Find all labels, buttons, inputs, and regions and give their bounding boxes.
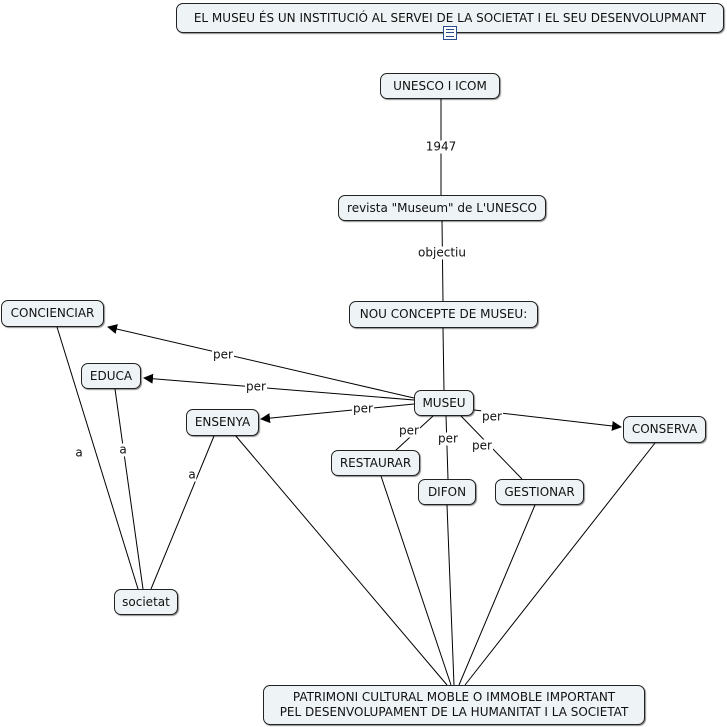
edge-museu-conscienciar	[107, 324, 415, 399]
link-label-1947: 1947	[424, 139, 458, 154]
link-label-a-conscienciar: a	[74, 445, 84, 460]
edge-conserva-patrimoni	[464, 442, 656, 686]
node-conserva[interactable]: CONSERVA	[623, 416, 706, 443]
node-nou-concepte[interactable]: NOU CONCEPTE DE MUSEU:	[349, 301, 538, 328]
link-label-a-educa: a	[118, 442, 128, 457]
edge-museu-educa	[143, 373, 415, 401]
link-label-per-gestionar: per	[471, 438, 493, 453]
node-conscienciar[interactable]: CONCIENCIAR	[1, 300, 104, 327]
edge-revista-concepte	[441, 219, 444, 303]
edge-ensenya-patrimoni	[234, 434, 448, 686]
node-educa[interactable]: EDUCA	[81, 363, 141, 389]
edge-difon-patrimoni	[446, 504, 455, 686]
node-societat[interactable]: societat	[114, 589, 178, 615]
patrimoni-line-1: PATRIMONI CULTURAL MOBLE O IMMOBLE IMPOR…	[292, 690, 616, 704]
link-label-per-difon: per	[437, 431, 459, 446]
link-label-per-conscienciar: per	[212, 347, 234, 362]
link-label-per-conserva: per	[481, 409, 503, 424]
edge-educa-societat	[114, 388, 144, 590]
node-unesco-icom[interactable]: UNESCO I ICOM	[380, 73, 500, 99]
link-label-a-ensenya: a	[187, 467, 197, 482]
link-label-objectiu: objectiu	[417, 245, 467, 260]
document-icon[interactable]	[443, 26, 457, 40]
edge-restaurar-patrimoni	[380, 475, 452, 686]
edge-ensenya-societat	[150, 435, 215, 590]
node-patrimoni[interactable]: PATRIMONI CULTURAL MOBLE O IMMOBLE IMPOR…	[263, 685, 645, 725]
edge-museu-ensenya	[260, 403, 415, 424]
node-restaurar[interactable]: RESTAURAR	[331, 450, 420, 476]
edge-conscienciar-societat	[56, 326, 139, 590]
node-difon[interactable]: DIFON	[418, 479, 476, 505]
node-museu[interactable]: MUSEU	[414, 390, 474, 416]
link-label-per-ensenya: per	[352, 401, 374, 416]
node-gestionar[interactable]: GESTIONAR	[495, 479, 584, 505]
link-label-per-restaurar: per	[398, 423, 420, 438]
edge-concepte-museu	[442, 327, 445, 392]
link-label-per-educa: per	[245, 379, 267, 394]
edge-museu-difon	[445, 415, 449, 480]
node-ensenya[interactable]: ENSENYA	[186, 409, 259, 436]
patrimoni-line-2: PEL DESENVOLUPAMENT DE LA HUMANITAT I LA…	[279, 705, 629, 719]
node-revista-museum[interactable]: revista "Museum" de L'UNESCO	[338, 195, 546, 221]
edge-gestionar-patrimoni	[458, 504, 536, 686]
